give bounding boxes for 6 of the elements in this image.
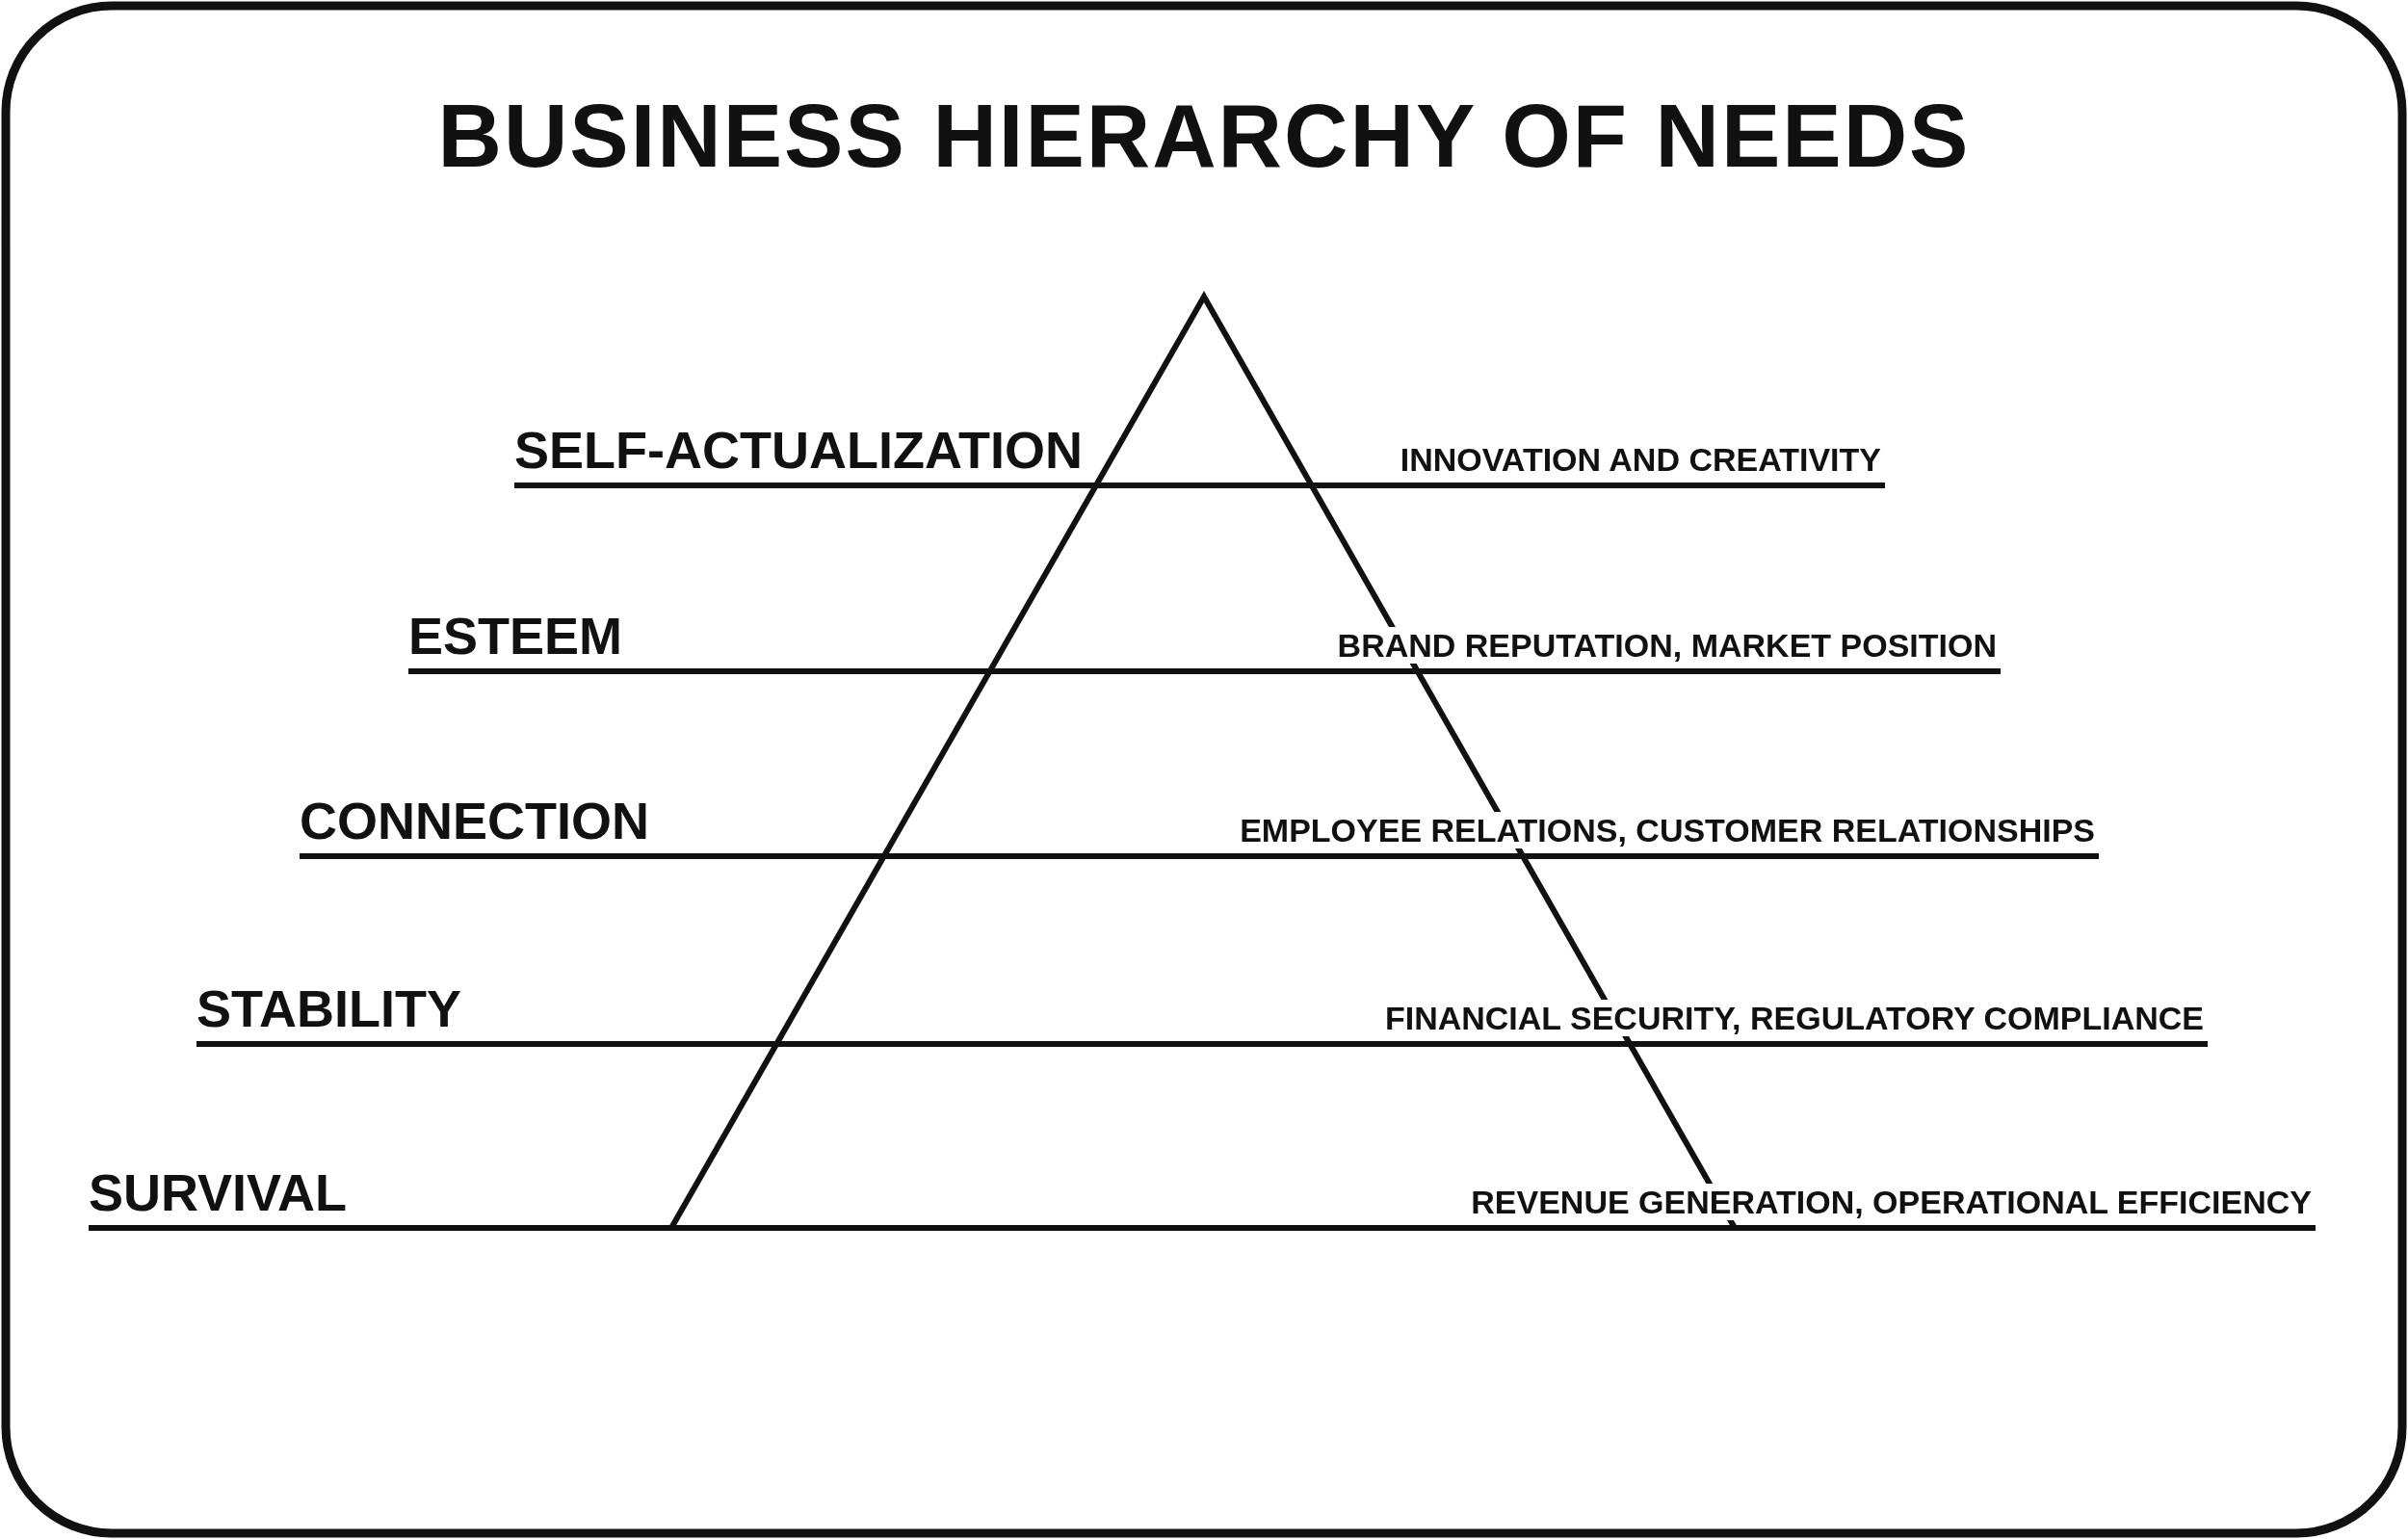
level-label: STABILITY	[196, 982, 461, 1034]
title: BUSINESS HIERARCHY OF NEEDS	[436, 91, 1972, 180]
level-label: CONNECTION	[300, 795, 649, 847]
level-label: ESTEEM	[408, 610, 623, 662]
level-label: SURVIVAL	[89, 1166, 348, 1218]
level-label: SELF-ACTUALIZATION	[514, 424, 1083, 476]
